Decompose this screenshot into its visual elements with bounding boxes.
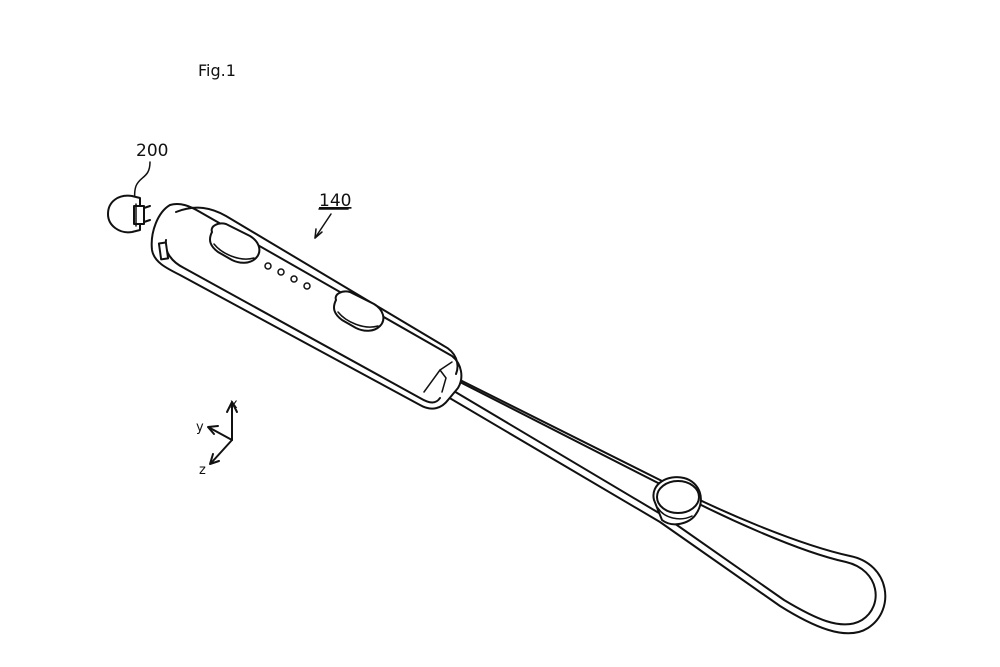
- strap-reference-label: 140: [319, 191, 351, 211]
- indicator-light-3: [290, 275, 298, 283]
- figure-title: Fig.1: [198, 61, 236, 80]
- indicator-lights: [264, 262, 311, 290]
- indicator-light-1: [264, 262, 272, 270]
- side-slot: [157, 241, 170, 261]
- lower-button: [333, 290, 385, 332]
- axes-indicator: x y z: [196, 397, 238, 478]
- z-axis-line: [211, 439, 233, 463]
- x-axis-label: x: [230, 397, 238, 412]
- z-axis-label: z: [199, 463, 206, 478]
- strap-body: [150, 202, 463, 410]
- cap-part: [107, 194, 151, 234]
- cap-neck: [133, 205, 145, 225]
- y-axis-line: [209, 427, 233, 441]
- y-axis-label: y: [196, 420, 204, 435]
- y-axis-arrowhead: [207, 425, 219, 435]
- z-axis-arrowhead: [209, 453, 220, 465]
- upper-button: [209, 222, 261, 264]
- cord-slider-bead: [652, 476, 702, 526]
- x-axis-arrowhead: [226, 401, 238, 413]
- indicator-light-4: [303, 282, 311, 290]
- cap-reference-label: 200: [136, 141, 168, 161]
- strap-leader-arrowhead: [314, 228, 323, 239]
- strap-loop: [435, 371, 887, 635]
- strap-leader-line: [314, 213, 332, 239]
- indicator-light-2: [277, 268, 285, 276]
